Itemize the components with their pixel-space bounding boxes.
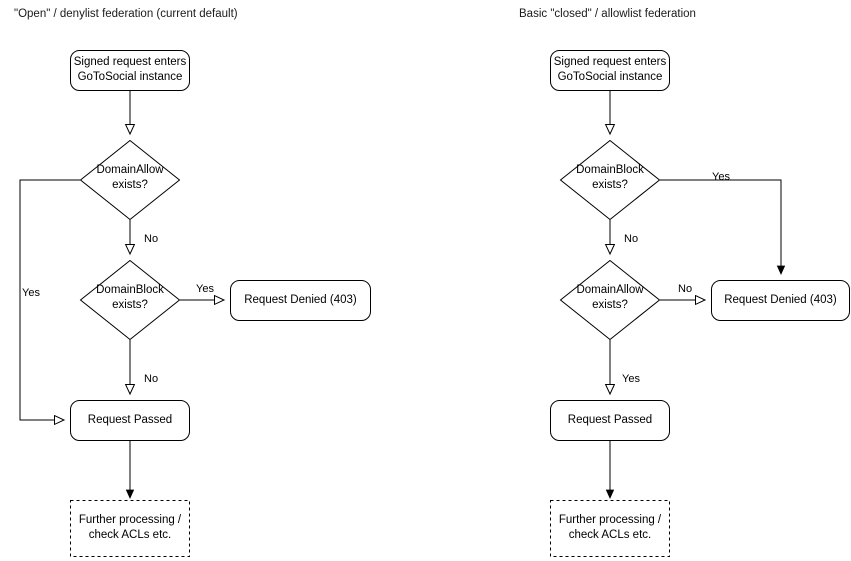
right-edge-block-yes <box>660 179 781 274</box>
right-further-processing-box <box>550 500 670 557</box>
left-edge-label-allow-no: No <box>144 233 159 245</box>
left-edge-label-allow-yes: Yes <box>22 287 40 299</box>
left-edge-label-block-no: No <box>144 373 159 385</box>
right-diagram-title: Basic "closed" / allowlist federation <box>519 8 696 20</box>
right-edge-label-block-yes: Yes <box>712 171 730 183</box>
right-request-denied-box <box>711 280 850 321</box>
right-edge-label-allow-yes: Yes <box>622 373 640 385</box>
left-entry-box <box>70 50 190 91</box>
right-domainblock-diamond <box>559 139 661 221</box>
left-diagram-title: "Open" / denylist federation (current de… <box>14 8 238 20</box>
left-request-denied-box <box>230 280 371 321</box>
right-request-passed-box <box>550 400 670 441</box>
left-edge-allow-yes <box>19 179 80 420</box>
right-domainallow-diamond <box>559 259 661 341</box>
left-request-passed-box <box>70 400 190 441</box>
left-further-processing-box <box>70 500 190 557</box>
right-edge-label-allow-no: No <box>678 283 693 295</box>
right-entry-box <box>550 50 670 91</box>
left-domainallow-diamond <box>79 139 181 221</box>
right-edge-label-block-no: No <box>624 233 639 245</box>
left-domainblock-diamond <box>79 259 181 341</box>
left-edge-label-block-yes: Yes <box>196 283 214 295</box>
